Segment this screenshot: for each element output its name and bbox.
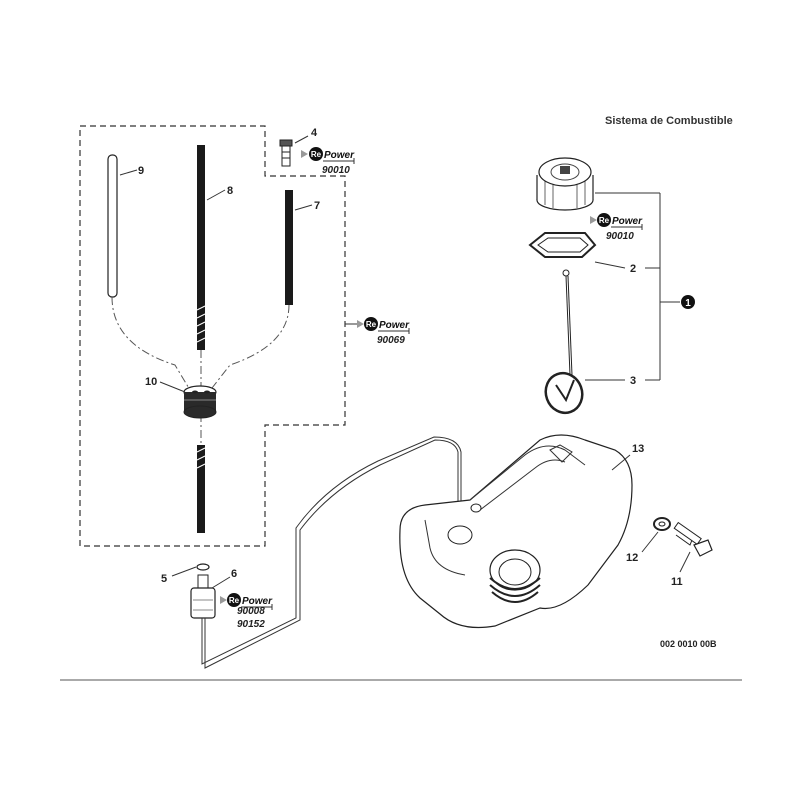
- leader-11: [679, 551, 691, 573]
- kit-code-lines: 90069: [377, 335, 405, 346]
- part-label-4: 4: [311, 127, 318, 139]
- part-label-11: 11: [671, 576, 683, 588]
- svg-text:Re: Re: [311, 150, 322, 159]
- kit-boundary: [79, 125, 346, 547]
- fuel-filter: [190, 574, 216, 619]
- leader-5: [171, 566, 197, 577]
- group-badge: [681, 295, 695, 309]
- fuel-cap: [536, 157, 594, 211]
- part-label-10: 10: [145, 376, 157, 388]
- fuel-line-route: [204, 439, 459, 669]
- leader-9: [119, 169, 138, 176]
- repower-badge-pickup: Re Power 90010: [301, 147, 355, 176]
- leader-7: [294, 204, 313, 211]
- fuel-tank: [399, 434, 633, 629]
- fuel-line-route-inner: [201, 436, 462, 665]
- svg-text:Re: Re: [366, 320, 377, 329]
- kit-code-filter-b: 90152: [237, 619, 265, 630]
- pickup-plug: [279, 139, 293, 167]
- leader-12: [641, 531, 659, 553]
- repower-badge-cap: Re Power 90010: [590, 213, 643, 242]
- assembly-path-7: [211, 304, 290, 389]
- cap-tether: [544, 269, 584, 415]
- part-label-2: 2: [630, 263, 636, 275]
- bolt: [673, 521, 713, 557]
- part-label-13: 13: [632, 443, 644, 455]
- svg-text:Power: Power: [379, 320, 410, 331]
- repower-badge-filter: Re Power 90008 90152: [220, 593, 273, 630]
- part-label-9: 9: [138, 165, 144, 177]
- repower-badge-lines: Re Power 90069: [357, 317, 410, 346]
- kit-code-cap: 90010: [606, 231, 634, 242]
- leader-10: [159, 381, 186, 393]
- svg-text:Re: Re: [599, 216, 610, 225]
- fuel-line-long: [196, 145, 206, 533]
- svg-text:Power: Power: [242, 596, 273, 607]
- cap-gasket: [528, 232, 597, 258]
- filter-clip: [196, 563, 210, 571]
- svg-text:Power: Power: [324, 150, 355, 161]
- part-label-6: 6: [231, 568, 237, 580]
- assembly-path-9: [111, 296, 191, 391]
- svg-text:Re: Re: [229, 596, 240, 605]
- kit-code-pickup: 90010: [322, 165, 350, 176]
- group-bracket: 1: [585, 192, 695, 381]
- part-label-7: 7: [314, 200, 320, 212]
- part-label-8: 8: [227, 185, 233, 197]
- leader-4: [294, 135, 309, 144]
- washer: [653, 517, 671, 531]
- diagram-reference: 002 0010 00B: [660, 639, 717, 649]
- fuel-line-clear: [107, 154, 118, 298]
- diagram-title: Sistema de Combustible: [605, 115, 733, 127]
- leader-8: [206, 189, 226, 201]
- leader-6: [211, 576, 231, 589]
- svg-text:Power: Power: [612, 216, 643, 227]
- part-label-3: 3: [630, 375, 636, 387]
- kit-code-filter-a: 90008: [237, 606, 265, 617]
- group-badge-label: 1: [685, 298, 691, 309]
- part-label-12: 12: [626, 552, 638, 564]
- tank-grommet: [183, 385, 217, 419]
- fuel-line-short: [285, 190, 293, 305]
- part-label-5: 5: [161, 573, 167, 585]
- leader-13: [611, 454, 631, 471]
